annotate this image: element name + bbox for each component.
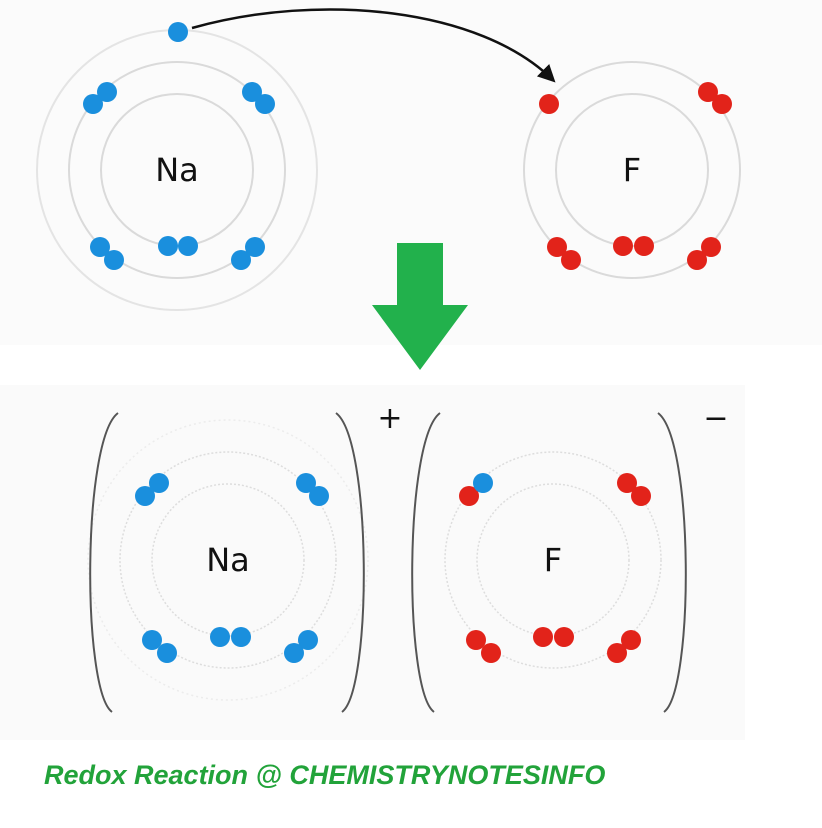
sodium-electrons-ion [135,473,329,663]
electron-dot [481,643,501,663]
electron-dot [135,486,155,506]
electron-dot [83,94,103,114]
electron-transfer-arrow [191,8,556,83]
fluorine-atom-top: F [523,61,741,279]
shell-2 [119,451,337,669]
electron-dot [149,473,169,493]
fluorine-symbol-ion: F [544,541,562,579]
electron-dot [296,473,316,493]
electron-dot [210,627,230,647]
electron-dot [712,94,732,114]
electron-dot [459,486,479,506]
electron-dot [698,82,718,102]
electron-dot [245,237,265,257]
electron-dot [547,237,567,257]
electron-dot [701,237,721,257]
shell-2 [523,61,741,279]
fluoride-ion: F − [411,401,729,713]
fluoride-right-bracket [657,412,687,713]
fluoride-charge: − [703,401,728,436]
reaction-arrow-down [372,243,468,370]
electron-dot [687,250,707,270]
electron-dot [298,630,318,650]
electron-dot [634,236,654,256]
fluorine-electrons-top [539,82,732,270]
electron-dot [554,627,574,647]
electron-dot [242,82,262,102]
bottom-panel [0,385,745,740]
electron-dot [309,486,329,506]
electron-dot [168,22,188,42]
fluoride-left-bracket [411,412,441,713]
fluorine-symbol-top: F [623,151,641,189]
shell-1 [476,483,630,637]
electron-dot [561,250,581,270]
electron-dot [157,643,177,663]
fluorine-electrons-ion [459,473,651,663]
shell-2 [68,61,286,279]
electron-dot [621,630,641,650]
sodium-electrons-top [83,22,275,270]
shell-2 [444,451,662,669]
electron-dot [231,250,251,270]
electron-dot [142,630,162,650]
electron-dot [533,627,553,647]
electron-dot [255,94,275,114]
electron-dot [617,473,637,493]
sodium-ion: Na + [87,401,403,713]
electron-dot [231,627,251,647]
electron-dot [284,643,304,663]
transferred-electron-dot [473,473,493,493]
sodium-right-bracket [335,412,365,713]
faded-shell-3 [87,419,369,701]
sodium-left-bracket [89,412,119,713]
electron-dot [158,236,178,256]
electron-dot [90,237,110,257]
electron-dot [631,486,651,506]
electron-dot [607,643,627,663]
sodium-symbol-top: Na [155,151,199,189]
electron-dot [539,94,559,114]
electron-dot [97,82,117,102]
caption-text: Redox Reaction @ CHEMISTRYNOTESINFO [44,760,606,790]
sodium-atom-top: Na [36,22,318,311]
electron-dot [178,236,198,256]
shell-1 [151,483,305,637]
electron-dot [613,236,633,256]
sodium-symbol-ion: Na [206,541,250,579]
sodium-charge: + [377,401,402,436]
electron-dot [466,630,486,650]
electron-dot [104,250,124,270]
